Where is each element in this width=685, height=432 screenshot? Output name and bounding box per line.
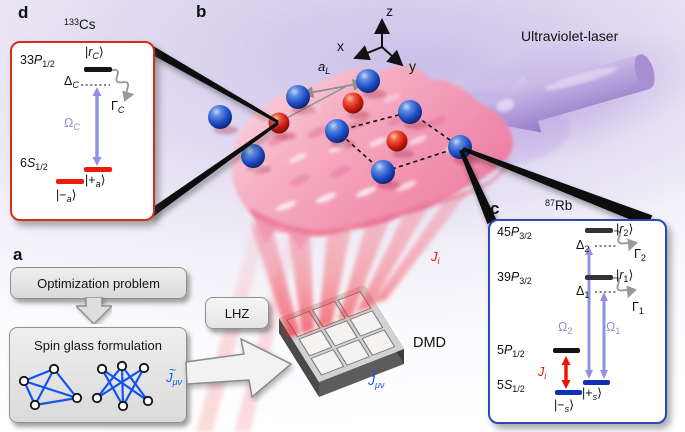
level-bar-minus-s: [555, 390, 582, 395]
uv-laser-label: Ultraviolet-laser: [521, 28, 619, 44]
atom-blue: [448, 135, 472, 159]
ket-minus-a-label: |−a⟩: [56, 188, 77, 204]
level-bar-plus-a: [84, 167, 112, 172]
zoom-connector-lines: [147, 46, 653, 227]
atom-blue: [241, 144, 265, 168]
atom-blue: [398, 100, 422, 124]
graph-bipartite-edges: [96, 365, 149, 407]
decay2-wavy-arrow: [613, 229, 639, 252]
j-matrix-label-spin-glass: ~Jμν: [166, 363, 182, 387]
delta-c-label: ΔC: [64, 74, 79, 90]
lattice-constant-arrow: [301, 78, 365, 99]
spin-glass-graphs: [18, 360, 154, 412]
level-bar-5p: [553, 348, 580, 353]
dmd-label: DMD: [413, 335, 447, 351]
level-6s-label: 6S1/2: [20, 156, 48, 172]
level-33p-label: 33P1/2: [20, 53, 55, 69]
decay1-wavy-arrow: [612, 276, 638, 299]
level-39p-label: 39P3/2: [497, 270, 532, 286]
atom-red: [342, 92, 364, 114]
axis-y-label: y: [409, 58, 416, 74]
ket-minus-s-label: |−s⟩: [554, 398, 574, 414]
cs-diagram-arrows: [81, 68, 135, 166]
level-bar-minus-a: [56, 179, 84, 184]
ket-plus-s-label: |+s⟩: [582, 386, 602, 402]
ket-r1-label: |r1⟩: [616, 268, 634, 284]
omega-2-label: Ω2: [558, 320, 573, 336]
atom-red: [386, 130, 408, 152]
graph-nodes: [18, 360, 154, 412]
level-bar-r2: [585, 228, 613, 233]
level-5s-label: 5S1/2: [497, 378, 525, 394]
omega-1-label: Ω1: [606, 320, 621, 336]
omega-c-label: ΩC: [64, 116, 80, 132]
ji-label: Ji: [538, 365, 547, 381]
level-bar-r1: [585, 275, 613, 280]
gamma-1-label: Γ1: [632, 300, 644, 316]
delta-1-label: Δ1: [576, 284, 590, 300]
level-5p-label: 5P1/2: [497, 343, 525, 359]
lattice-constant-label: aL: [318, 59, 331, 76]
optimization-problem-box: Optimization problem: [10, 267, 187, 299]
delta-2-label: Δ2: [576, 238, 590, 254]
coupling-ji-label: Ji: [431, 249, 440, 266]
atom-red: [268, 112, 290, 134]
rabi-arrow-omega-c: [92, 87, 102, 166]
big-arrow-to-dmd: [185, 337, 293, 399]
ket-r2-label: |r2⟩: [616, 222, 634, 238]
lhz-box: LHZ: [205, 297, 269, 329]
gamma-2-label: Γ2: [634, 247, 646, 263]
axis-z-label: z: [386, 3, 393, 19]
atom-blue: [325, 119, 349, 143]
rb-diagram-arrows: [561, 229, 639, 389]
ket-plus-a-label: |+a⟩: [85, 173, 106, 189]
ket-rc-label: |rC⟩: [85, 45, 104, 61]
graph-complete-edges: [23, 367, 78, 407]
panel-d-label: d: [18, 3, 29, 22]
rb-isotope-title: 87Rb: [545, 198, 573, 213]
atom-blue: [371, 160, 395, 184]
atom-blue: [286, 85, 310, 109]
atoms: [208, 69, 472, 184]
cs-level-diagram: 33P1/2 |rC⟩ ΔC ΓC ΩC 6S1/2 |+a⟩ |−a⟩: [10, 41, 155, 221]
down-arrow: [76, 297, 112, 324]
coordinate-axes: [353, 18, 404, 67]
level-45p-label: 45P3/2: [497, 225, 532, 241]
spin-glass-box: Spin glass formulation ~Jμν: [9, 327, 187, 423]
cs-isotope-title: 133Cs: [64, 17, 96, 32]
level-bar-plus-s: [583, 380, 610, 385]
lhz-text: LHZ: [224, 305, 250, 321]
spin-glass-text: Spin glass formulation: [34, 338, 162, 353]
j-matrix-label-dmd: ~Jμν: [368, 365, 385, 390]
panel-b-label: b: [196, 2, 207, 21]
atom-blue: [356, 69, 380, 93]
optimization-problem-text: Optimization problem: [37, 275, 160, 291]
rabi-arrow-omega-1: [600, 292, 608, 379]
axis-x-label: x: [337, 38, 344, 54]
panel-c-label: c: [490, 199, 500, 218]
atom-blue: [208, 105, 232, 129]
coupling-arrow-ji: [561, 356, 571, 389]
rabi-arrow-omega-2: [585, 246, 593, 379]
decay-wavy-arrow: [111, 68, 135, 102]
rb-level-diagram: 45P3/2 |r2⟩ Δ2 Γ2 39P3/2 |r1⟩ Δ1 Γ1 Ω2 Ω…: [488, 219, 667, 424]
level-bar-rc: [84, 67, 112, 72]
gamma-c-label: ΓC: [111, 99, 125, 115]
panel-a-label: a: [13, 245, 23, 264]
